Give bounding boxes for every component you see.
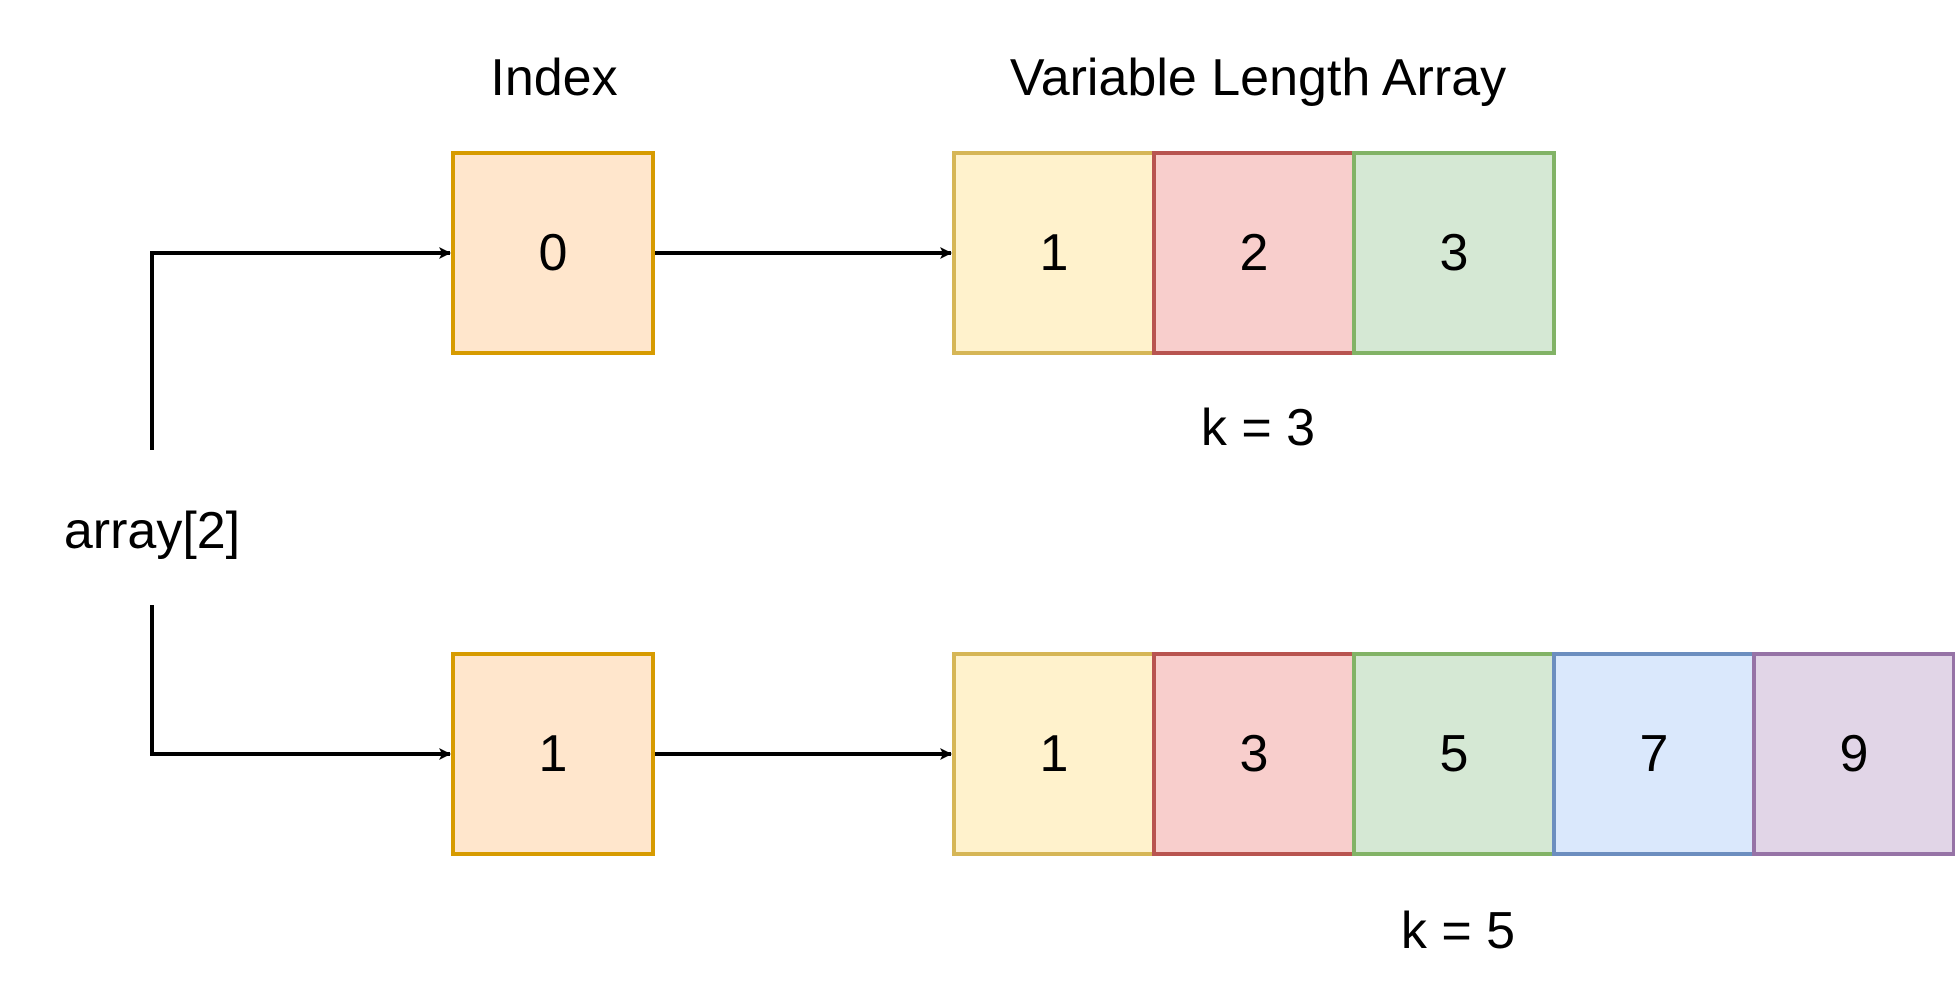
index-value-1: 1 xyxy=(539,725,568,783)
length-label-0: k = 3 xyxy=(1201,399,1315,457)
array-cell-1-4 xyxy=(1752,652,1955,856)
array-cell-value-1-3: 7 xyxy=(1640,725,1669,783)
index-value-0: 0 xyxy=(539,224,568,282)
array-cell-value-1-2: 5 xyxy=(1440,725,1469,783)
pointer-label: array[2] xyxy=(64,502,240,560)
length-label-1: k = 5 xyxy=(1401,902,1515,960)
array-cell-1-0 xyxy=(952,652,1156,856)
pointer-arrow-bottom xyxy=(150,605,451,760)
array-cells-1: 1 3 5 7 9 xyxy=(952,652,1955,856)
array-cell-value-1-1: 3 xyxy=(1240,725,1269,783)
pointer-connectors xyxy=(150,247,451,760)
array-cell-1-3 xyxy=(1552,652,1756,856)
index-heading: Index xyxy=(490,49,617,107)
array-cell-0-0 xyxy=(952,151,1156,355)
array-cell-0-1 xyxy=(1152,151,1356,355)
array-row-1: 1 1 3 5 7 9 k = 5 xyxy=(451,652,1955,960)
index-box-0 xyxy=(451,151,655,355)
array-cell-value-1-0: 1 xyxy=(1040,725,1069,783)
index-box-1 xyxy=(451,652,655,856)
array-cell-0-2 xyxy=(1352,151,1556,355)
array-cell-value-0-0: 1 xyxy=(1040,224,1069,282)
pointer-arrow-top xyxy=(150,247,451,450)
array-cell-value-0-2: 3 xyxy=(1440,224,1469,282)
array-cell-value-0-1: 2 xyxy=(1240,224,1269,282)
array-cells-0: 1 2 3 xyxy=(952,151,1556,355)
array-row-0: 0 1 2 3 k = 3 xyxy=(451,151,1556,457)
array-cell-value-1-4: 9 xyxy=(1840,725,1869,783)
array-heading: Variable Length Array xyxy=(1010,49,1506,107)
